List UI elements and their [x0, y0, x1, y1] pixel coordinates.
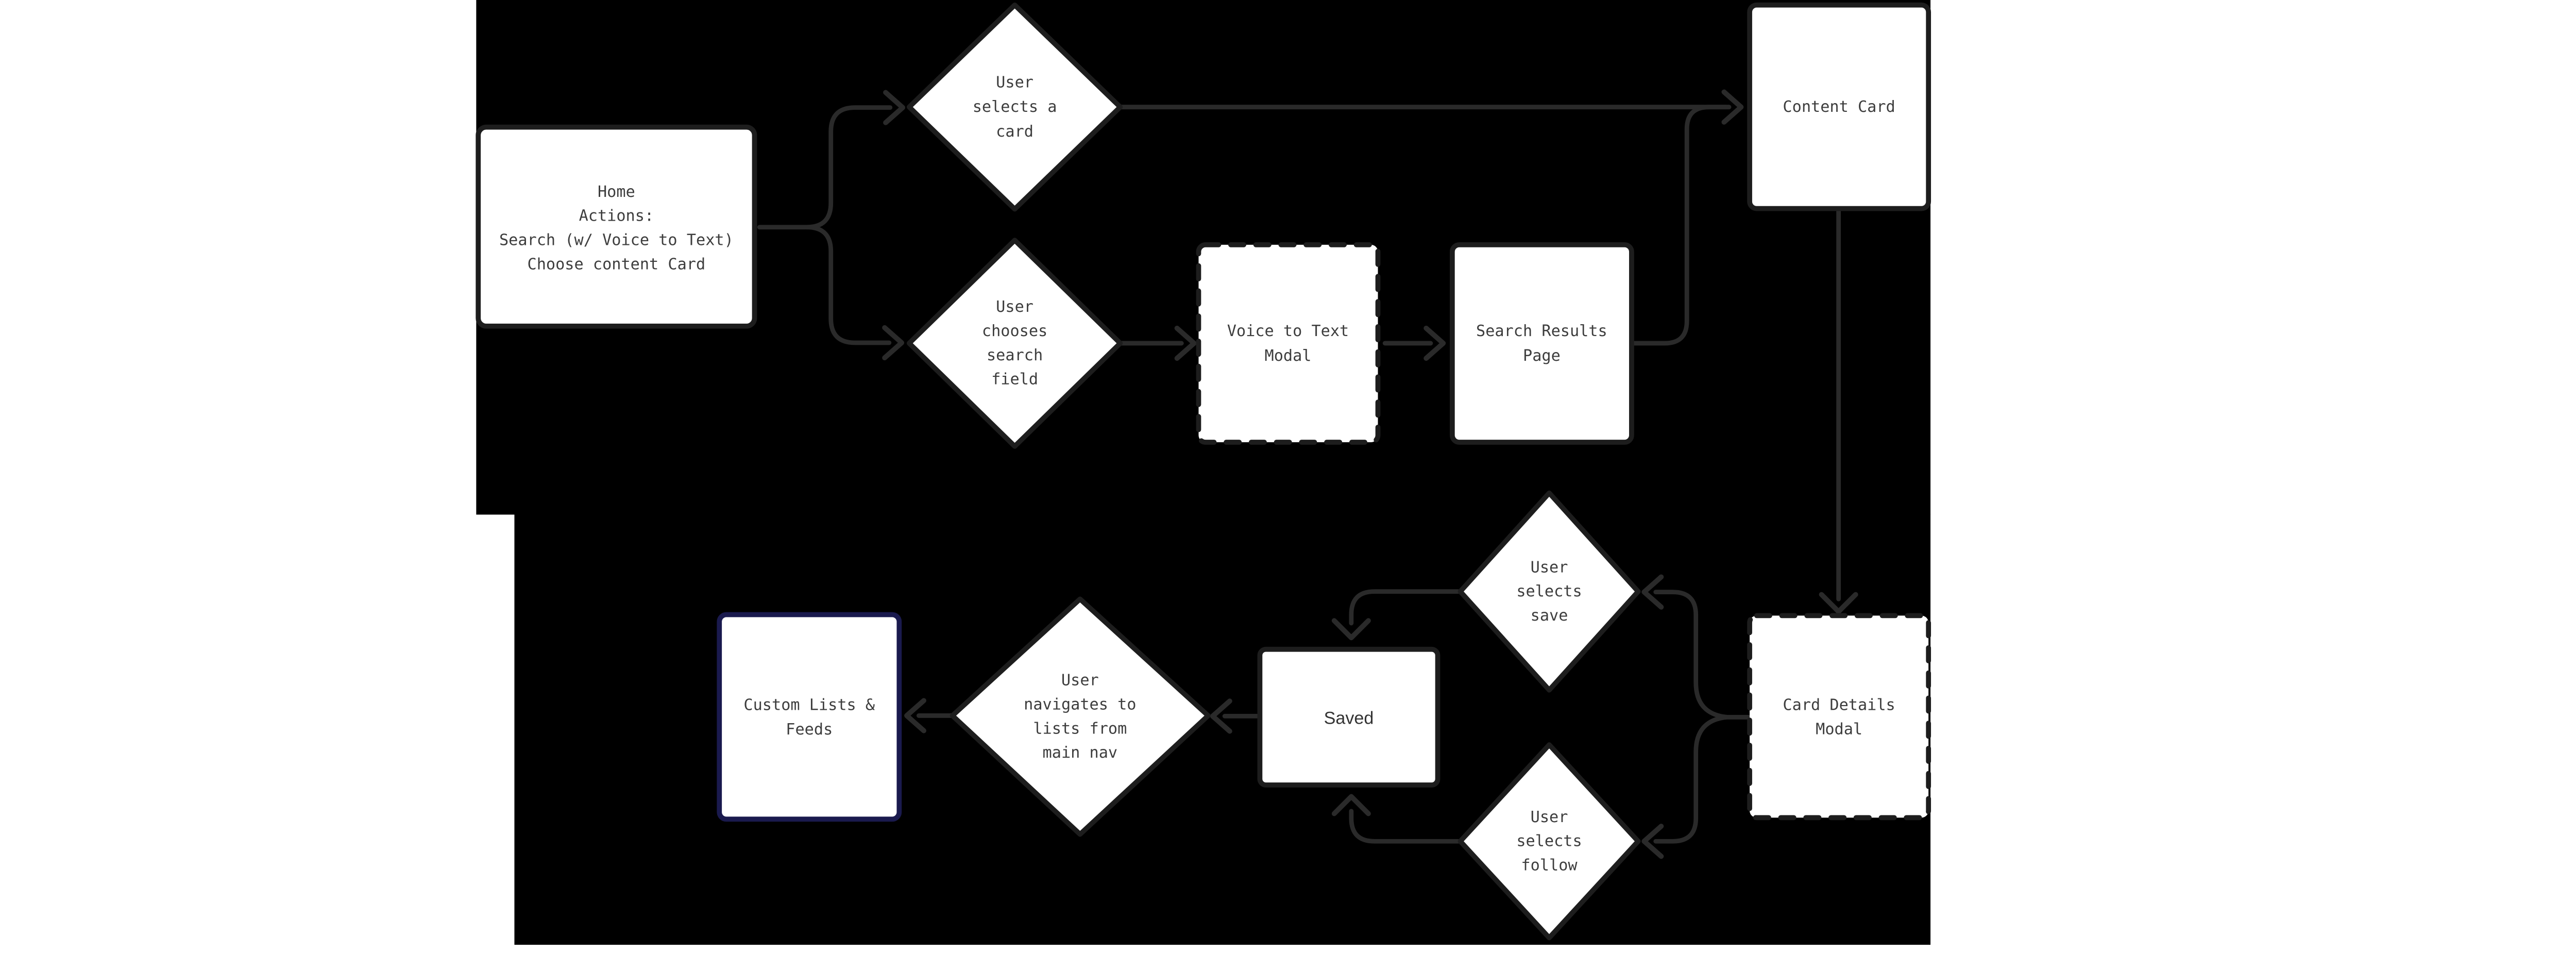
- arrow-right-icon: [882, 325, 905, 361]
- decision-label-line: search: [987, 346, 1043, 364]
- edge-voice-modal-to-search-results: [1382, 325, 1446, 361]
- voice-to-text-modal-box[interactable]: [1196, 242, 1381, 445]
- modal-label-line: Modal: [1265, 347, 1312, 365]
- edge-user-navigates-lists-to-custom-lists: [904, 698, 955, 733]
- saved-box[interactable]: [1257, 646, 1440, 788]
- decision-label-line: User: [1061, 672, 1099, 690]
- decision-label-line: card: [996, 123, 1033, 141]
- home-label-line: Home: [598, 183, 635, 201]
- content-card-box[interactable]: [1747, 2, 1931, 211]
- decision-label-line: selects: [1516, 832, 1582, 850]
- page-label-line: Page: [1523, 347, 1561, 365]
- card-details-modal-box[interactable]: [1747, 613, 1931, 821]
- connector-line[interactable]: [1349, 589, 1461, 626]
- custom-lists-feeds-box[interactable]: [717, 612, 902, 822]
- arrow-left-icon: [1641, 824, 1664, 859]
- arrow-right-icon: [1423, 325, 1446, 361]
- saved-label: Saved: [1324, 708, 1374, 728]
- edge-card-details-modal-to-user-selects-follow: [1641, 714, 1751, 859]
- decision-label-line: navigates to: [1024, 695, 1136, 713]
- user-selects-follow-diamond[interactable]: [1458, 742, 1641, 941]
- edge-search-results-to-content-card: [1630, 105, 1728, 346]
- node-user-selects-save: User selects save: [1458, 490, 1641, 693]
- flow-diagram: Home Actions: Search (w/ Voice to Text) …: [476, 0, 1931, 945]
- node-user-chooses-search-field: User chooses search field: [906, 238, 1123, 449]
- decision-label-line: selects: [1516, 582, 1582, 600]
- home-label-line: Choose content Card: [528, 255, 706, 273]
- edge-home-to-user-selects-card: [757, 90, 906, 230]
- page-label-line: Content Card: [1783, 98, 1895, 116]
- node-card-details-modal: Card Details Modal: [1747, 613, 1931, 821]
- user-chooses-search-diamond[interactable]: [906, 238, 1123, 449]
- node-voice-to-text-modal: Voice to Text Modal: [1196, 242, 1381, 445]
- home-label-line: Actions:: [579, 207, 654, 225]
- user-navigates-lists-diamond[interactable]: [950, 596, 1211, 837]
- node-user-selects-card: User selects a card: [906, 2, 1123, 212]
- arrow-right-icon: [883, 90, 906, 125]
- page-label-line: Search Results: [1476, 322, 1607, 340]
- home-label-line: Search (w/ Voice to Text): [499, 231, 734, 249]
- edge-user-selects-card-to-content-card: [1118, 89, 1744, 125]
- decision-label-line: chooses: [982, 322, 1047, 340]
- arrow-up-icon: [1331, 794, 1371, 816]
- modal-label-line: Card Details: [1783, 696, 1895, 714]
- decision-label-line: User: [996, 298, 1033, 316]
- node-saved: Saved: [1257, 646, 1440, 788]
- edge-saved-to-user-navigates-lists: [1210, 698, 1262, 734]
- node-search-results-page: Search Results Page: [1449, 242, 1634, 445]
- decision-label-line: selects a: [973, 98, 1057, 116]
- home-box[interactable]: [476, 124, 757, 329]
- edge-home-to-user-chooses-search: [804, 225, 905, 361]
- arrow-right-icon: [1721, 89, 1744, 125]
- connector-line[interactable]: [1653, 590, 1751, 720]
- node-user-navigates-lists: User navigates to lists from main nav: [950, 596, 1211, 837]
- node-custom-lists-feeds: Custom Lists & Feeds: [717, 612, 902, 822]
- connector-line[interactable]: [1630, 105, 1728, 346]
- decision-label-line: main nav: [1043, 744, 1118, 762]
- arrow-left-icon: [1210, 698, 1232, 734]
- modal-label-line: Voice to Text: [1227, 322, 1349, 340]
- connector-line[interactable]: [757, 105, 893, 230]
- connector-line[interactable]: [1653, 714, 1751, 844]
- edge-user-chooses-search-to-voice-modal: [1118, 325, 1197, 361]
- modal-label-line: Modal: [1816, 720, 1862, 738]
- node-content-card: Content Card: [1747, 2, 1931, 211]
- user-selects-card-diamond[interactable]: [906, 2, 1123, 212]
- connector-line[interactable]: [1349, 809, 1461, 844]
- node-user-selects-follow: User selects follow: [1458, 742, 1641, 941]
- decision-label-line: lists from: [1033, 720, 1127, 738]
- decision-label-line: User: [1531, 558, 1568, 576]
- arrow-left-icon: [904, 698, 926, 733]
- search-results-page-box[interactable]: [1449, 242, 1634, 445]
- decision-label-line: follow: [1521, 857, 1578, 875]
- decision-label-line: User: [996, 73, 1033, 91]
- flowchart-canvas: Home Actions: Search (w/ Voice to Text) …: [476, 0, 1931, 945]
- edge-user-selects-save-to-saved: [1331, 589, 1461, 641]
- decision-label-line: save: [1531, 607, 1568, 625]
- edge-content-card-to-card-details-modal: [1819, 208, 1858, 614]
- page-label-line: Feeds: [786, 721, 833, 739]
- user-selects-save-diamond[interactable]: [1458, 490, 1641, 693]
- edge-card-details-modal-to-user-selects-save: [1641, 574, 1751, 720]
- arrow-down-icon: [1331, 618, 1371, 641]
- connectors: [757, 89, 1858, 859]
- arrow-left-icon: [1641, 574, 1664, 610]
- page-label-line: Custom Lists &: [743, 696, 875, 714]
- arrow-down-icon: [1819, 592, 1858, 614]
- decision-label-line: User: [1531, 808, 1568, 826]
- edge-user-selects-follow-to-saved: [1331, 794, 1461, 844]
- node-home: Home Actions: Search (w/ Voice to Text) …: [476, 124, 757, 329]
- decision-label-line: field: [991, 371, 1038, 389]
- connector-line[interactable]: [804, 225, 892, 345]
- arrow-right-icon: [1174, 325, 1197, 361]
